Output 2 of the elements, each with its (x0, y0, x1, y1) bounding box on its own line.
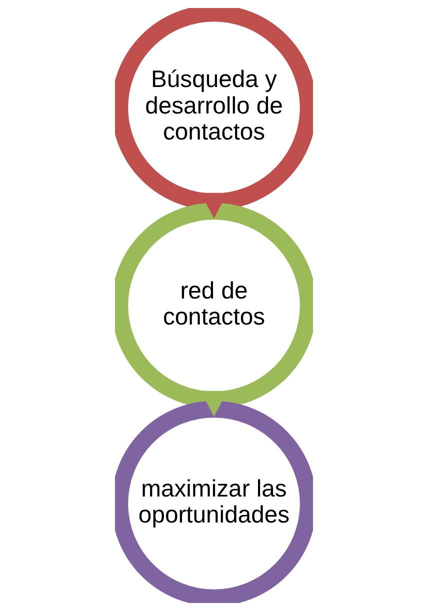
arrow (200, 390, 227, 416)
arrow (200, 192, 227, 218)
